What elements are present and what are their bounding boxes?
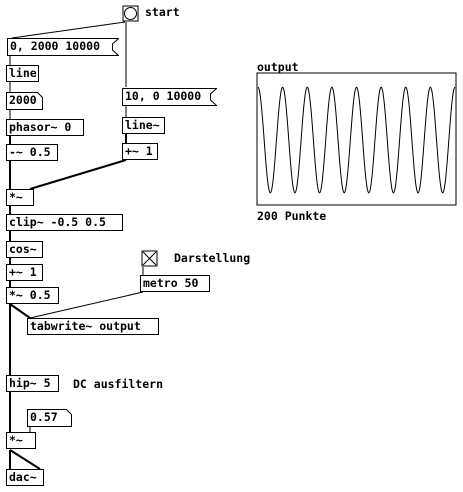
- plus-one-right-object[interactable]: +~ 1: [122, 143, 158, 160]
- dc-comment: DC ausfiltern: [73, 377, 164, 391]
- cos-object[interactable]: cos~: [6, 241, 43, 258]
- dac-object[interactable]: dac~: [6, 469, 44, 486]
- output-array-graph[interactable]: [256, 72, 457, 206]
- start-bang[interactable]: [122, 5, 139, 22]
- array-waveform: [257, 86, 456, 194]
- patch-connections: [9, 21, 144, 470]
- frequency-number-box[interactable]: 2000: [6, 92, 46, 110]
- line-signal-object[interactable]: line~: [122, 117, 165, 134]
- hip-object[interactable]: hip~ 5: [6, 375, 59, 392]
- start-message-text: 0, 2000 10000: [10, 39, 101, 53]
- gain-number-value: 0.57: [30, 410, 58, 424]
- connection[interactable]: [11, 21, 126, 39]
- metro-object[interactable]: metro 50: [140, 275, 210, 292]
- multiply-gain-object[interactable]: *~: [6, 432, 36, 449]
- darstellung-label: Darstellung: [174, 251, 251, 265]
- connection[interactable]: [29, 159, 127, 190]
- minus-object[interactable]: -~ 0.5: [6, 144, 58, 161]
- end-message-text: 10, 0 10000: [125, 89, 202, 103]
- frequency-number-value: 2000: [9, 93, 37, 107]
- connection[interactable]: [9, 303, 31, 319]
- connection[interactable]: [29, 291, 144, 319]
- tabwrite-object[interactable]: tabwrite~ output: [27, 318, 159, 335]
- connection[interactable]: [9, 449, 41, 470]
- phasor-object[interactable]: phasor~ 0: [6, 119, 84, 136]
- start-message-box[interactable]: 0, 2000 10000: [7, 38, 122, 56]
- plus-one-object[interactable]: +~ 1: [6, 264, 43, 281]
- graph-caption: 200 Punkte: [257, 209, 327, 223]
- line-object[interactable]: line: [6, 65, 39, 82]
- graph-name: output: [257, 60, 299, 74]
- end-message-box[interactable]: 10, 0 10000: [122, 88, 220, 106]
- multiply-object-top[interactable]: *~: [6, 189, 34, 206]
- gain-number-box[interactable]: 0.57: [27, 409, 75, 427]
- start-label: start: [145, 5, 180, 19]
- darstellung-toggle[interactable]: [141, 250, 158, 267]
- clip-object[interactable]: clip~ -0.5 0.5: [6, 214, 123, 231]
- multiply-half-object[interactable]: *~ 0.5: [6, 287, 59, 304]
